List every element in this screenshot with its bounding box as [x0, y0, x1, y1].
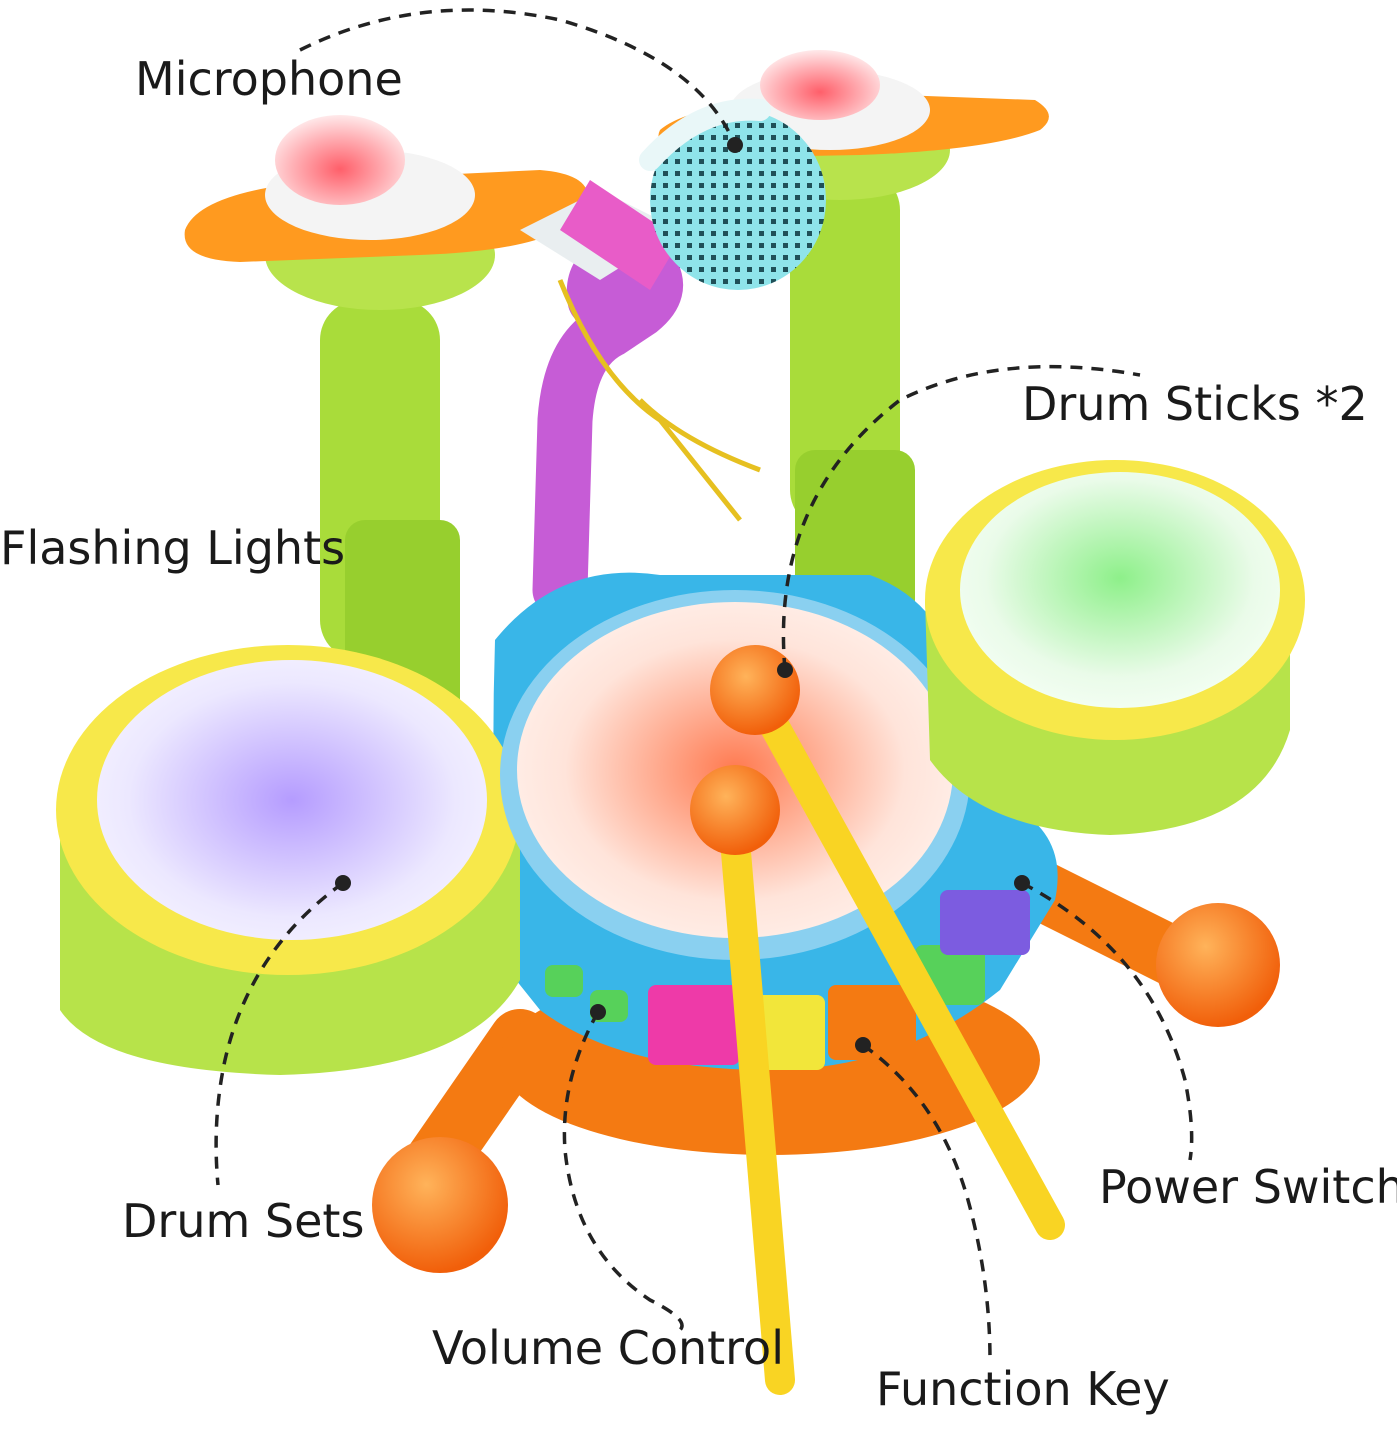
flashing-lights-label: Flashing Lights [0, 521, 346, 575]
volume-control-label: Volume Control [432, 1321, 784, 1375]
leader-lines [214, 8, 1194, 1361]
drum-sticks-label: Drum Sticks *2 [1022, 377, 1368, 431]
drum-sets-label: Drum Sets [122, 1194, 365, 1248]
function-keys [545, 890, 1030, 1070]
drum-left [56, 645, 520, 1075]
drum-right [925, 460, 1305, 835]
function-key-label: Function Key [876, 1362, 1170, 1416]
microphone-group [520, 98, 826, 618]
power-switch-label: Power Switch [1099, 1160, 1397, 1214]
leader-dots [335, 137, 1030, 1053]
microphone-label: Microphone [135, 52, 403, 106]
